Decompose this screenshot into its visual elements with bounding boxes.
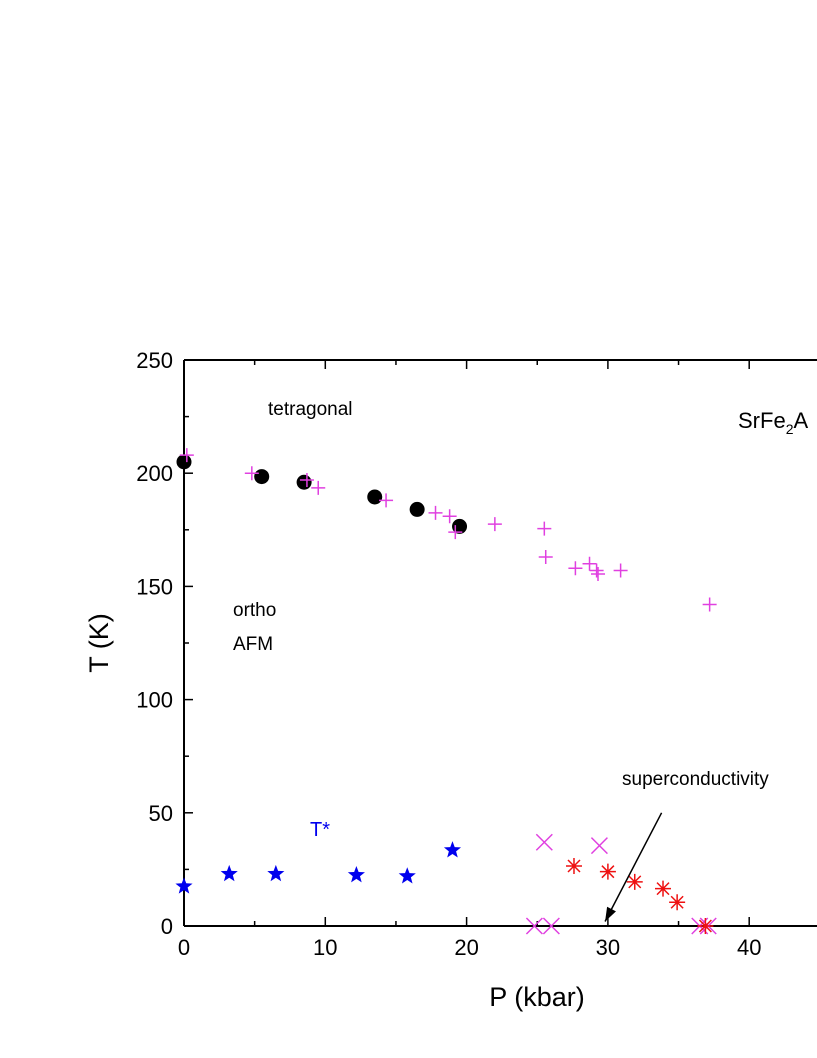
data-point-plus [179,448,194,463]
y-tick-label: 200 [136,461,173,486]
annotation-tstar: T* [310,819,330,841]
data-point-plus [244,466,259,481]
data-point-plus [299,472,314,487]
data-point-plus [448,525,463,540]
data-point-plus [589,563,604,578]
y-tick-label: 100 [136,688,173,713]
data-point-plus [613,563,628,578]
data-marks [175,448,717,935]
data-point-plus [442,509,457,524]
y-tick-label: 150 [136,574,173,599]
data-point-plus [379,493,394,508]
y-axis-label: T (K) [84,613,114,673]
data-point-star [347,866,365,883]
data-point-star [267,864,285,882]
data-point-plus [702,597,717,612]
data-point-asterisk [669,894,686,911]
data-point-plus [568,561,583,576]
data-point-plus [591,566,606,581]
annotation-ortho: ortho [233,600,276,621]
annotation-superconductivity: superconductivity [622,769,769,790]
data-point-plus [582,556,597,571]
annotation-compound-sub: 2 [786,421,794,437]
annotation-tetragonal: tetragonal [268,399,353,420]
annotation-compound-tail: A [793,408,808,433]
annotation-compound: SrFe2A [738,408,808,437]
y-tick-label: 250 [136,348,173,373]
axes: 0 50 100 150 200 250 0 10 20 30 40 [136,348,817,960]
data-point-star [443,841,462,858]
data-point-x [590,837,608,855]
data-point-asterisk [697,918,714,934]
arrow-line [604,812,663,922]
data-point-plus [311,480,326,495]
annotation-afm: AFM [233,634,273,655]
data-point-star [398,867,416,884]
data-point-plus [537,521,552,536]
x-tick-label: 40 [737,935,761,960]
data-point-plus [428,505,443,520]
x-tick-label: 20 [454,935,478,960]
data-point-asterisk [626,873,643,890]
data-point-circle [409,501,425,517]
x-tick-label: 0 [178,935,190,960]
y-tick-label: 0 [161,914,173,939]
data-point-plus [487,517,502,532]
arrow-head [605,906,616,922]
data-point-x [542,917,560,935]
data-point-circle [296,474,312,490]
annotation-compound-main: SrFe [738,408,786,433]
data-point-asterisk [565,858,582,875]
data-point-circle [254,469,270,485]
y-tick-label: 50 [149,801,173,826]
data-point-x [535,833,553,851]
data-point-star [175,877,193,894]
data-point-star [220,864,238,882]
data-point-asterisk [655,880,672,897]
data-point-circle [367,489,383,505]
x-tick-label: 30 [596,935,620,960]
x-axis-label: P (kbar) [489,982,585,1012]
data-point-plus [538,549,553,564]
data-point-asterisk [599,863,616,880]
data-point-circle [176,454,192,470]
x-tick-label: 10 [313,935,337,960]
data-point-x [525,917,543,935]
